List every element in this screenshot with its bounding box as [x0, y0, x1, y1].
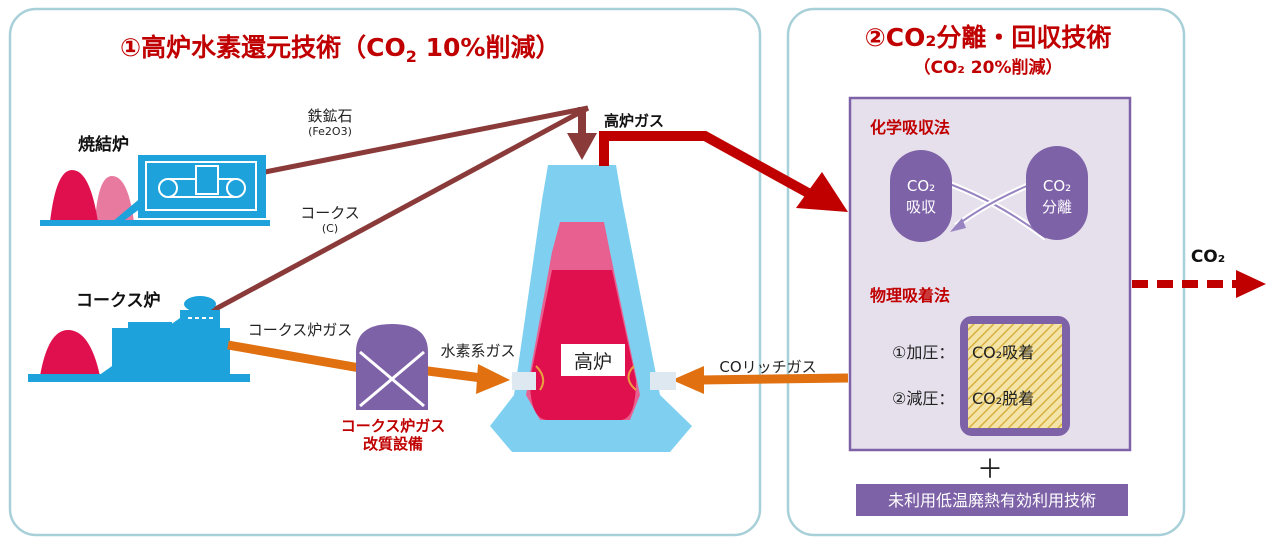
co-rich-gas-line [699, 373, 849, 385]
coke-oven-icon [28, 296, 250, 382]
absorb-label-line1: CO₂ [907, 177, 935, 195]
right-panel-subtitle: （CO₂ 20%削減） [914, 57, 1063, 78]
step2-value: CO₂脱着 [972, 389, 1034, 408]
hydrogen-gas-line [419, 365, 483, 383]
left-panel [8, 7, 762, 537]
step2-label: ②減圧： [892, 389, 954, 408]
absorption-cycle [890, 146, 1088, 242]
feed-arrowhead [567, 133, 597, 160]
co-rich-gas-arrowhead [672, 366, 704, 394]
adsorbent-bed [968, 324, 1062, 428]
separate-label-line1: CO₂ [1043, 177, 1071, 195]
blast-furnace-gas-label: 高炉ガス [604, 112, 664, 130]
co2-output-arrowhead [1236, 270, 1266, 298]
reformer-label-line2: 改質設備 [363, 435, 423, 453]
reformer-icon [356, 324, 428, 410]
physical-adsorption-heading: 物理吸着法 [870, 286, 950, 305]
chemical-absorption-heading: 化学吸収法 [870, 118, 950, 137]
separate-label-line2: 分離 [1042, 198, 1072, 216]
right-panel-title: ②CO₂分離・回収技術 [865, 23, 1112, 52]
step1-label: ①加圧： [892, 343, 954, 362]
co-rich-gas-label: COリッチガス [719, 358, 816, 376]
sinter-furnace-icon [40, 155, 270, 226]
coke-oven-gas-arrow [227, 340, 361, 373]
coke-oven-gas-label: コークス炉ガス [248, 321, 353, 339]
hydrogen-gas-arrowhead [476, 364, 510, 394]
co2-output-label: CO₂ [1191, 247, 1225, 267]
hydrogen-gas-label: 水素系ガス [440, 342, 515, 360]
blast-furnace-gas-line [599, 131, 813, 199]
sinter-furnace-label: 焼結炉 [78, 134, 129, 155]
coke-line [208, 105, 590, 315]
iron-ore-label: 鉄鉱石 [307, 107, 352, 125]
absorb-label-line2: 吸収 [906, 198, 936, 216]
iron-ore-formula: (Fe2O3) [308, 125, 352, 138]
coke-oven-label: コークス炉 [76, 290, 161, 311]
blast-furnace-gas-arrowhead [796, 172, 848, 212]
left-panel-title: ①高炉水素還元技術（CO2 10%削減） [120, 33, 560, 66]
reformer-label-line1: コークス炉ガス [341, 417, 446, 435]
coke-label: コークス [300, 204, 360, 222]
iron-ore-line [264, 105, 589, 175]
blast-furnace [490, 165, 692, 452]
blast-furnace-label: 高炉 [574, 351, 612, 373]
step1-value: CO₂吸着 [972, 343, 1034, 362]
plus-sign: ＋ [977, 455, 1003, 485]
waste-heat-label: 未利用低温廃熱有効利用技術 [888, 491, 1096, 510]
waste-heat-box [856, 484, 1128, 516]
coke-formula: (C) [322, 222, 338, 235]
